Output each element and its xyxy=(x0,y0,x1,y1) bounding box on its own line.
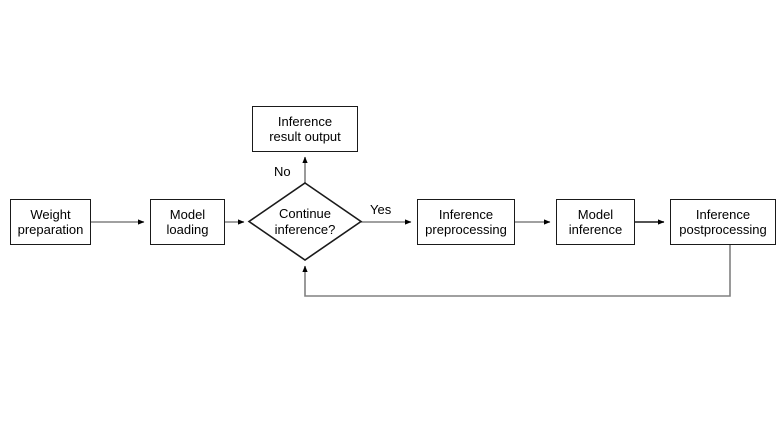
edge-label-yes: Yes xyxy=(370,202,392,217)
node-inference-postprocessing[interactable]: Inference postprocessing xyxy=(670,199,776,245)
node-model-inference[interactable]: Model inference xyxy=(556,199,635,245)
node-weight-preparation[interactable]: Weight preparation xyxy=(10,199,91,245)
node-inference-result-output[interactable]: Inference result output xyxy=(252,106,358,152)
decision-diamond-shape xyxy=(247,182,363,261)
edge-label-no: No xyxy=(274,164,291,179)
node-model-loading[interactable]: Model loading xyxy=(150,199,225,245)
connector-postprocessing-feedback-to-decision xyxy=(302,245,731,297)
node-inference-preprocessing[interactable]: Inference preprocessing xyxy=(417,199,515,245)
